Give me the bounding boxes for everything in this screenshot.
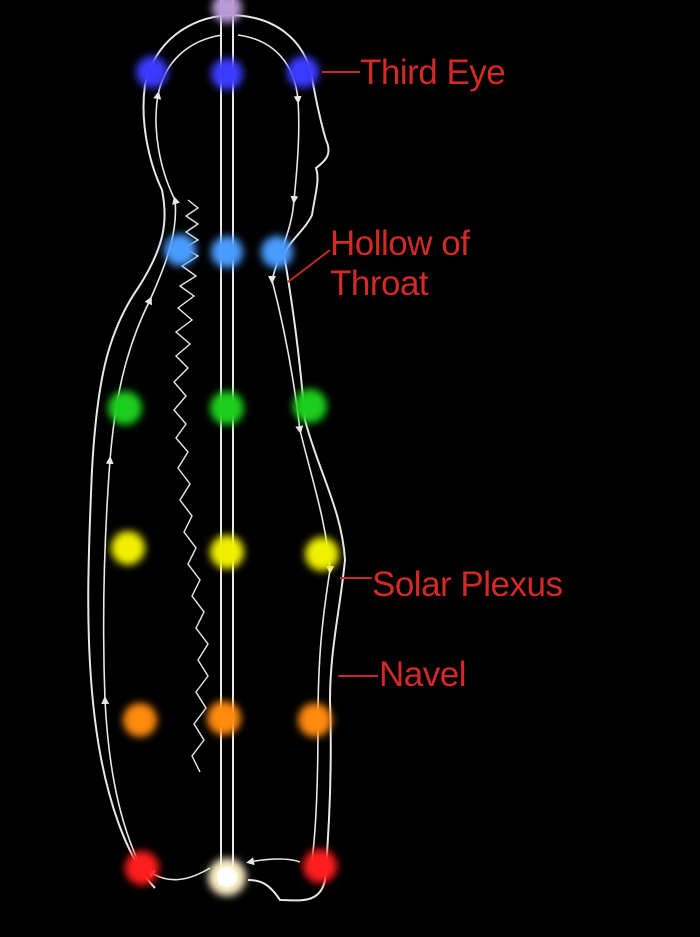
throat-dot-center bbox=[211, 236, 243, 268]
heart-dot-front bbox=[293, 389, 327, 423]
third-eye-dot-back bbox=[136, 56, 168, 88]
label-solar-plexus: Solar Plexus bbox=[372, 565, 562, 605]
bottom-left-flow-arrow bbox=[150, 868, 210, 880]
solar-plexus-dot-front bbox=[305, 537, 339, 571]
solar-plexus-dot-back bbox=[111, 531, 145, 565]
label-third-eye-text: Third Eye bbox=[360, 53, 505, 93]
heart-dot-back bbox=[108, 391, 142, 425]
label-navel-text: Navel bbox=[379, 655, 466, 695]
sacral-dot-front bbox=[298, 703, 332, 737]
label-solar-plexus-text: Solar Plexus bbox=[372, 565, 562, 605]
spine bbox=[174, 200, 208, 772]
solar-plexus-dot-center bbox=[210, 535, 244, 569]
throat-dot-back bbox=[164, 234, 196, 266]
throat-dot-front bbox=[261, 236, 293, 268]
leader-hollow-throat bbox=[288, 250, 330, 282]
third-eye-dot-center bbox=[211, 58, 243, 90]
sacral-dot-back bbox=[123, 703, 157, 737]
perineum-dot-core bbox=[217, 867, 237, 887]
label-third-eye: Third Eye bbox=[360, 53, 505, 93]
root-dot-back bbox=[125, 851, 159, 885]
crown-dot bbox=[212, 0, 242, 23]
third-eye-dot-front bbox=[287, 56, 319, 88]
label-hollow-of-throat-line2: Throat bbox=[330, 264, 469, 304]
label-navel: Navel bbox=[379, 655, 466, 695]
label-hollow-of-throat-line1: Hollow of bbox=[330, 224, 469, 264]
root-dot-front bbox=[303, 849, 337, 883]
heart-dot-center bbox=[210, 391, 244, 425]
sacral-dot-center bbox=[207, 701, 241, 735]
bottom-flow-arrow bbox=[250, 859, 300, 862]
label-hollow-of-throat: Hollow of Throat bbox=[330, 224, 469, 304]
